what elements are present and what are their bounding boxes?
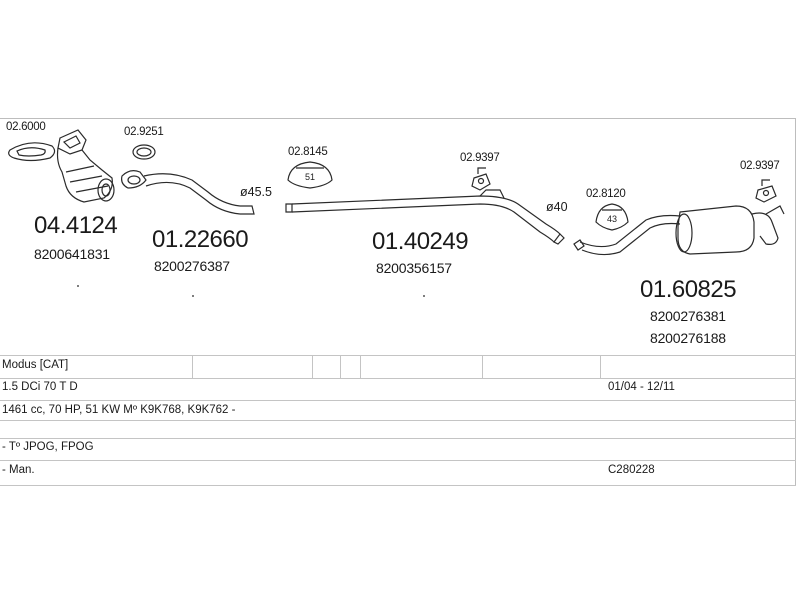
part-number-catalyst[interactable]: 04.4124 <box>34 212 118 239</box>
clamp-icon <box>287 161 333 189</box>
reference-dot <box>77 285 79 287</box>
table-column-divider <box>312 356 313 378</box>
part-number-front-pipe[interactable]: 01.22660 <box>152 226 249 253</box>
clamp-size-label: 51 <box>305 172 315 182</box>
diagram-frame-top <box>0 118 796 119</box>
vehicle-years: 01/04 - 12/11 <box>608 381 675 393</box>
table-row-divider <box>0 438 796 439</box>
accessory-code-hanger[interactable]: 02.9397 <box>460 152 500 164</box>
pipe-diameter-label: ø40 <box>546 200 568 214</box>
catalytic-converter-icon <box>56 129 115 203</box>
table-column-divider <box>600 356 601 378</box>
table-column-divider <box>340 356 341 378</box>
accessory-code-clamp[interactable]: 02.8120 <box>586 188 626 200</box>
accessory-code-clamp[interactable]: 02.8145 <box>288 146 328 158</box>
diagram-frame-right <box>795 118 796 486</box>
gasket-icon <box>8 142 56 162</box>
clamp-icon <box>595 203 629 231</box>
table-column-divider <box>192 356 193 378</box>
vehicle-engine: 1.5 DCi 70 T D <box>2 381 78 393</box>
part-number-rear-silencer[interactable]: 01.60825 <box>640 276 737 303</box>
vehicle-code: C280228 <box>608 464 655 476</box>
oem-number: 8200276387 <box>154 258 230 274</box>
middle-pipe-icon <box>285 189 565 245</box>
table-row-divider <box>0 355 796 356</box>
oem-number: 8200276381 <box>650 308 726 324</box>
vehicle-model: Modus [CAT] <box>2 359 69 371</box>
oem-number: 8200356157 <box>376 260 452 276</box>
front-pipe-icon <box>121 170 255 215</box>
table-row-divider <box>0 485 796 486</box>
vehicle-gearbox: - Man. <box>2 464 35 476</box>
reference-dot <box>192 295 194 297</box>
oem-number: 8200276188 <box>650 330 726 346</box>
accessory-code-gasket[interactable]: 02.6000 <box>6 121 46 133</box>
rubber-hanger-icon <box>755 179 777 203</box>
table-column-divider <box>482 356 483 378</box>
accessory-code-hanger[interactable]: 02.9397 <box>740 160 780 172</box>
table-row-divider <box>0 400 796 401</box>
table-row-divider <box>0 460 796 461</box>
reference-dot <box>423 295 425 297</box>
table-column-divider <box>360 356 361 378</box>
part-number-middle-pipe[interactable]: 01.40249 <box>372 228 469 255</box>
clamp-size-label: 43 <box>607 214 617 224</box>
accessory-code-gasket[interactable]: 02.9251 <box>124 126 164 138</box>
vehicle-type: - Tº JPOG, FPOG <box>2 441 94 453</box>
table-row-divider <box>0 378 796 379</box>
pipe-diameter-label: ø45.5 <box>240 185 272 199</box>
vehicle-specs: 1461 cc, 70 HP, 51 KW Mº K9K768, K9K762 … <box>2 404 236 416</box>
rear-silencer-icon <box>573 205 785 256</box>
table-row-divider <box>0 420 796 421</box>
oem-number: 8200641831 <box>34 246 110 262</box>
rubber-hanger-icon <box>471 167 491 191</box>
ring-gasket-icon <box>132 144 156 160</box>
